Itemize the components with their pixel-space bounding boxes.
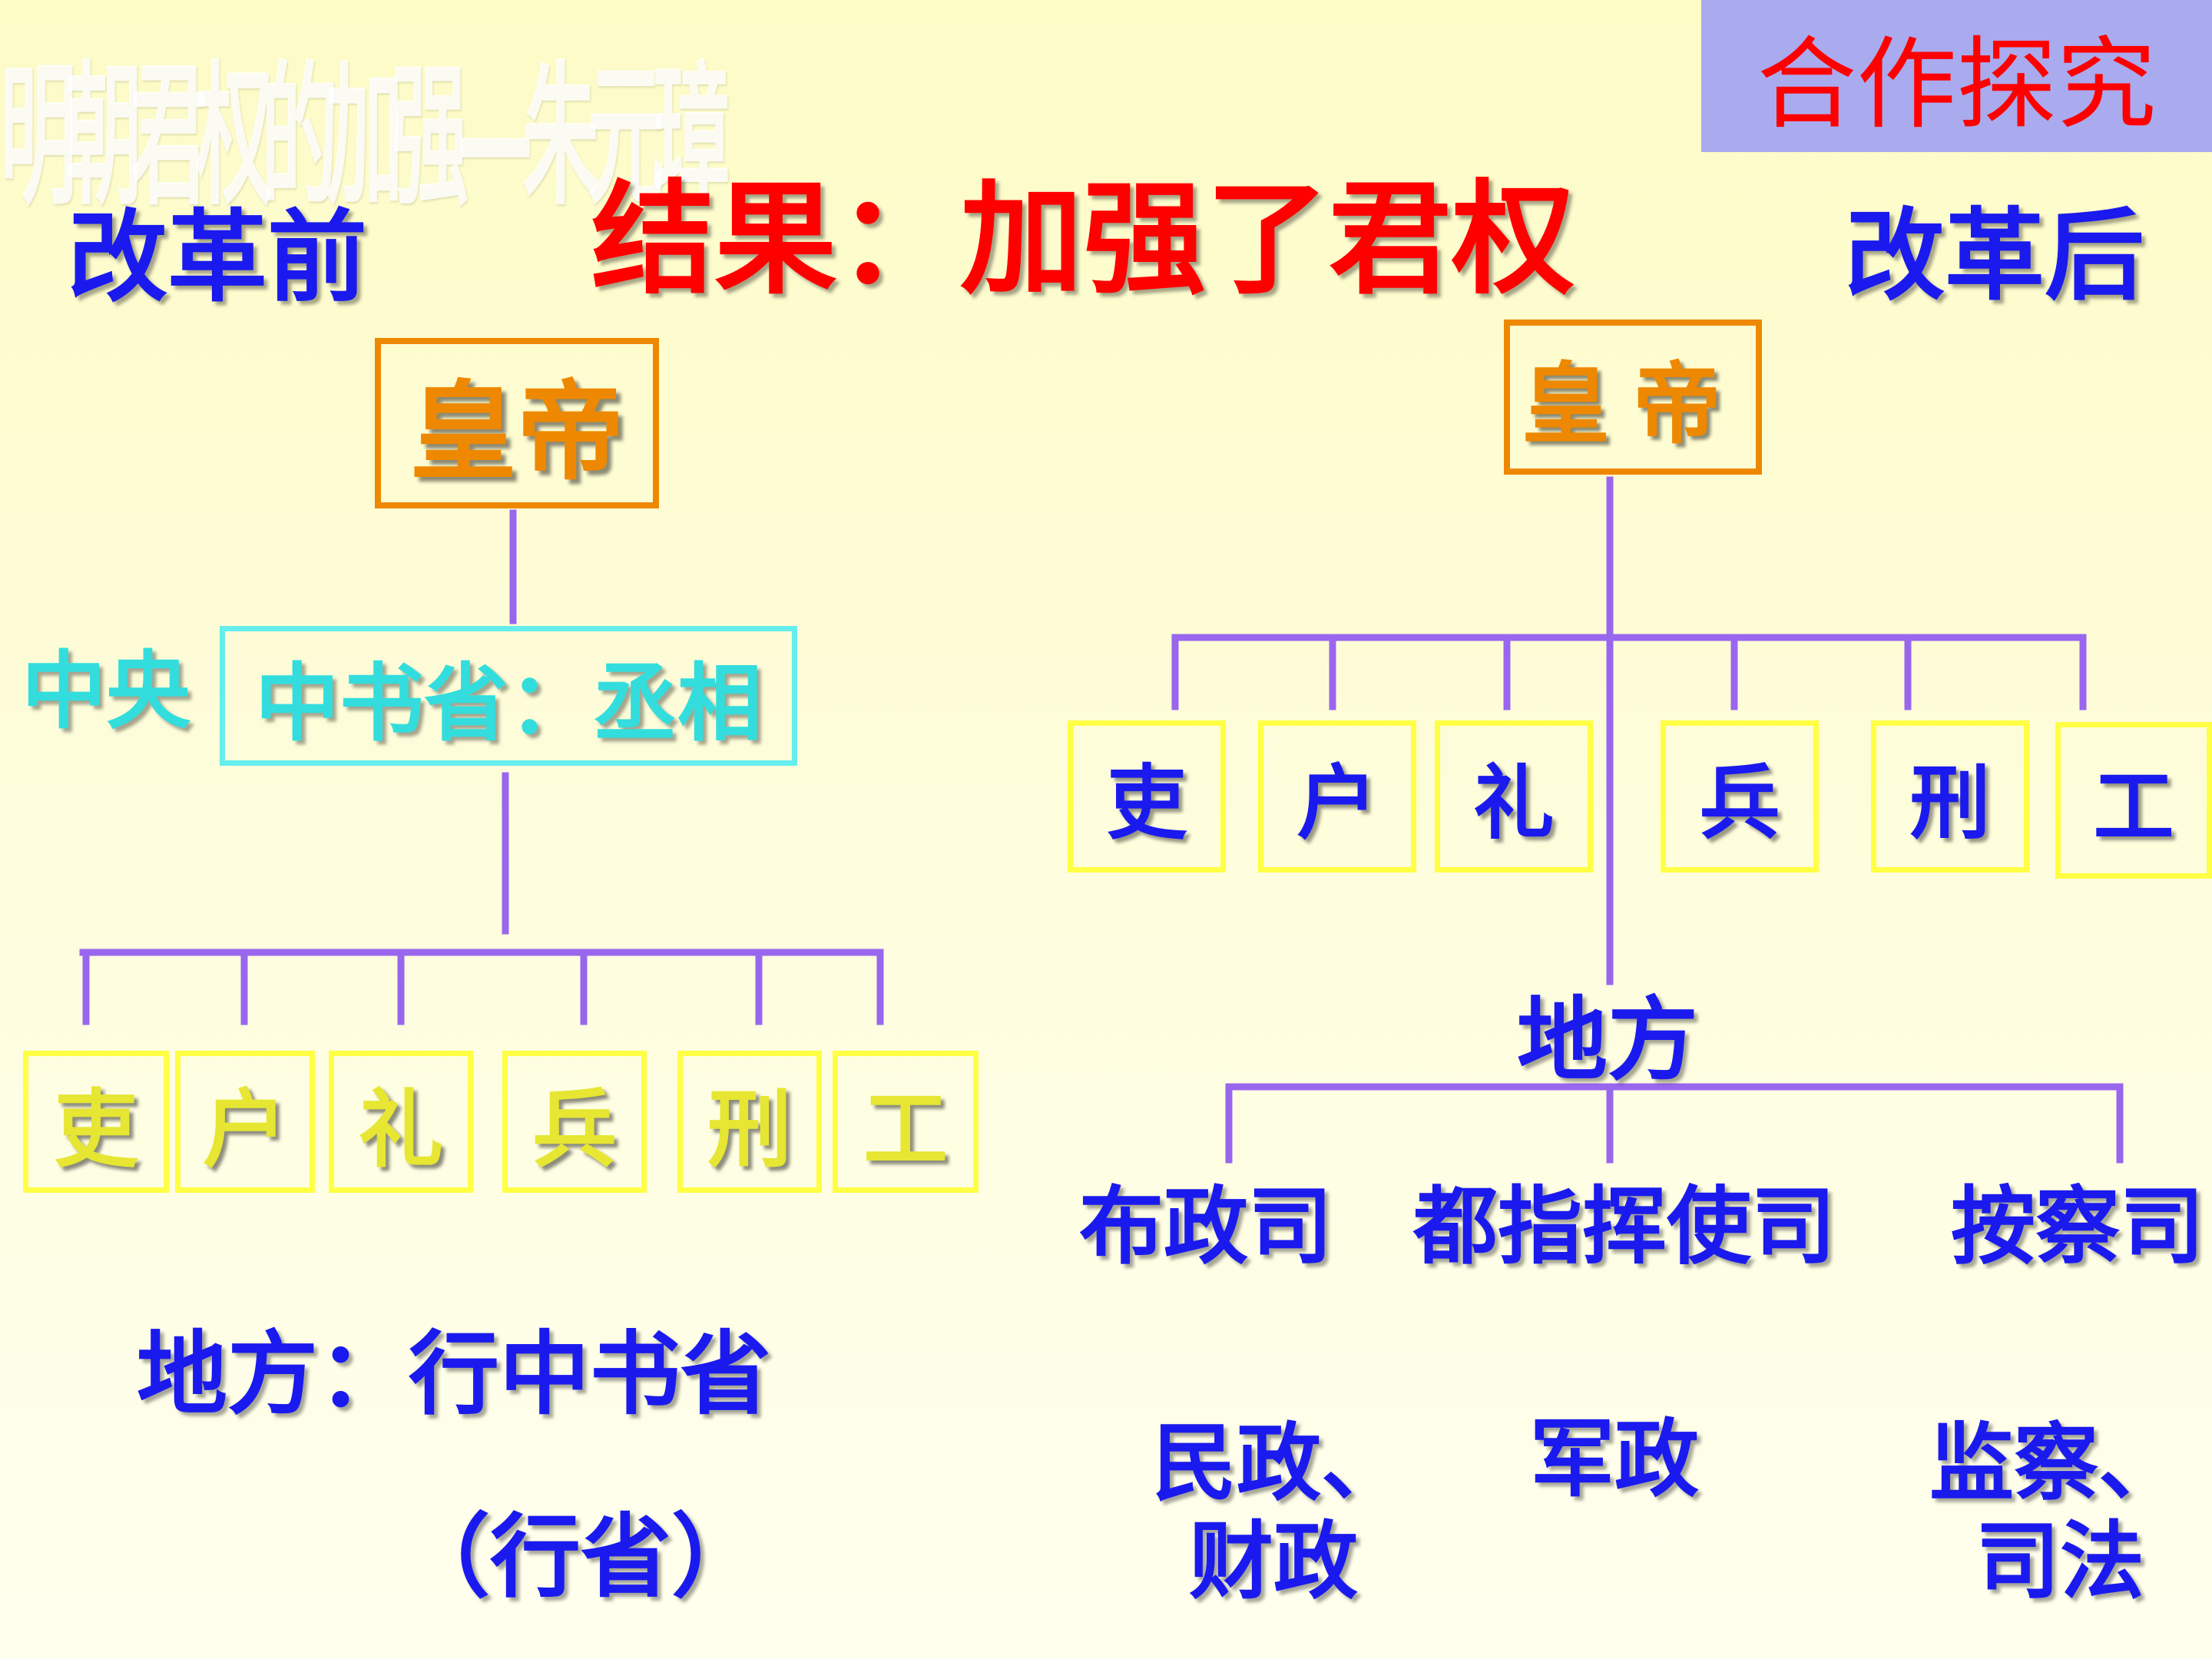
before-ministry-label: 礼 [359, 1079, 443, 1179]
before-label: 改革前 [68, 199, 368, 316]
before-local-line2: （行省） [399, 1504, 763, 1610]
badge-label: 合作探究 [1757, 26, 2157, 143]
central-label: 中央 [22, 642, 190, 740]
central-secretariat-box: 中书省：丞相 [220, 626, 797, 766]
office-regional-military-commission: 都指挥使司 [1413, 1177, 1836, 1276]
before-ministry-box: 工 [833, 1051, 979, 1193]
central-secretariat-label: 中书省：丞相 [255, 654, 762, 753]
result-heading: 结果：加强了君权 [591, 167, 1575, 311]
page-title: 明朝君权的加强—朱元璋 [0, 48, 730, 227]
after-ministry-label: 吏 [1106, 755, 1187, 850]
after-label: 改革后 [1845, 197, 2145, 314]
before-ministry-box: 户 [175, 1051, 315, 1193]
duty-civil-finance-line1: 民政、 [1152, 1414, 1406, 1512]
before-emperor-box: 皇帝 [375, 338, 659, 508]
after-ministry-box: 吏 [1068, 720, 1226, 873]
after-emperor-label: 皇帝 [1521, 353, 1744, 456]
after-ministry-box: 礼 [1435, 720, 1593, 873]
after-ministry-box: 工 [2055, 722, 2212, 879]
before-emperor-label: 皇帝 [409, 370, 624, 495]
before-ministry-box: 刑 [677, 1051, 822, 1193]
after-ministry-label: 刑 [1909, 755, 1991, 850]
before-ministry-label: 兵 [532, 1079, 617, 1179]
after-ministry-box: 刑 [1871, 720, 2029, 873]
before-local-line1: 地方：行中书省 [137, 1321, 772, 1427]
duty-supervision-justice-line2: 司法 [1975, 1512, 2144, 1611]
after-ministry-label: 户 [1296, 755, 1378, 850]
before-ministry-box: 礼 [329, 1051, 473, 1193]
after-emperor-box: 皇帝 [1504, 320, 1762, 475]
before-ministry-label: 户 [203, 1079, 287, 1179]
before-ministry-box: 兵 [502, 1051, 647, 1193]
office-surveillance-commission: 按察司 [1951, 1177, 2204, 1276]
duty-civil-finance-line2: 财政 [1189, 1512, 1358, 1611]
after-ministry-label: 工 [2093, 759, 2174, 854]
before-ministry-label: 工 [863, 1079, 948, 1179]
before-ministry-label: 吏 [54, 1079, 138, 1179]
badge-cooperative-inquiry: 合作探究 [1701, 0, 2212, 152]
after-ministry-label: 礼 [1473, 755, 1555, 850]
after-ministry-box: 户 [1258, 720, 1416, 873]
after-ministry-box: 兵 [1661, 720, 1819, 873]
after-local-label: 地方 [1517, 987, 1699, 1093]
before-ministry-box: 吏 [23, 1051, 169, 1193]
duty-military: 军政 [1530, 1410, 1699, 1508]
after-ministry-label: 兵 [1699, 755, 1780, 850]
duty-supervision-justice-line1: 监察、 [1929, 1414, 2183, 1512]
before-ministry-label: 刑 [707, 1079, 792, 1179]
office-provincial-administration: 布政司 [1079, 1177, 1333, 1276]
